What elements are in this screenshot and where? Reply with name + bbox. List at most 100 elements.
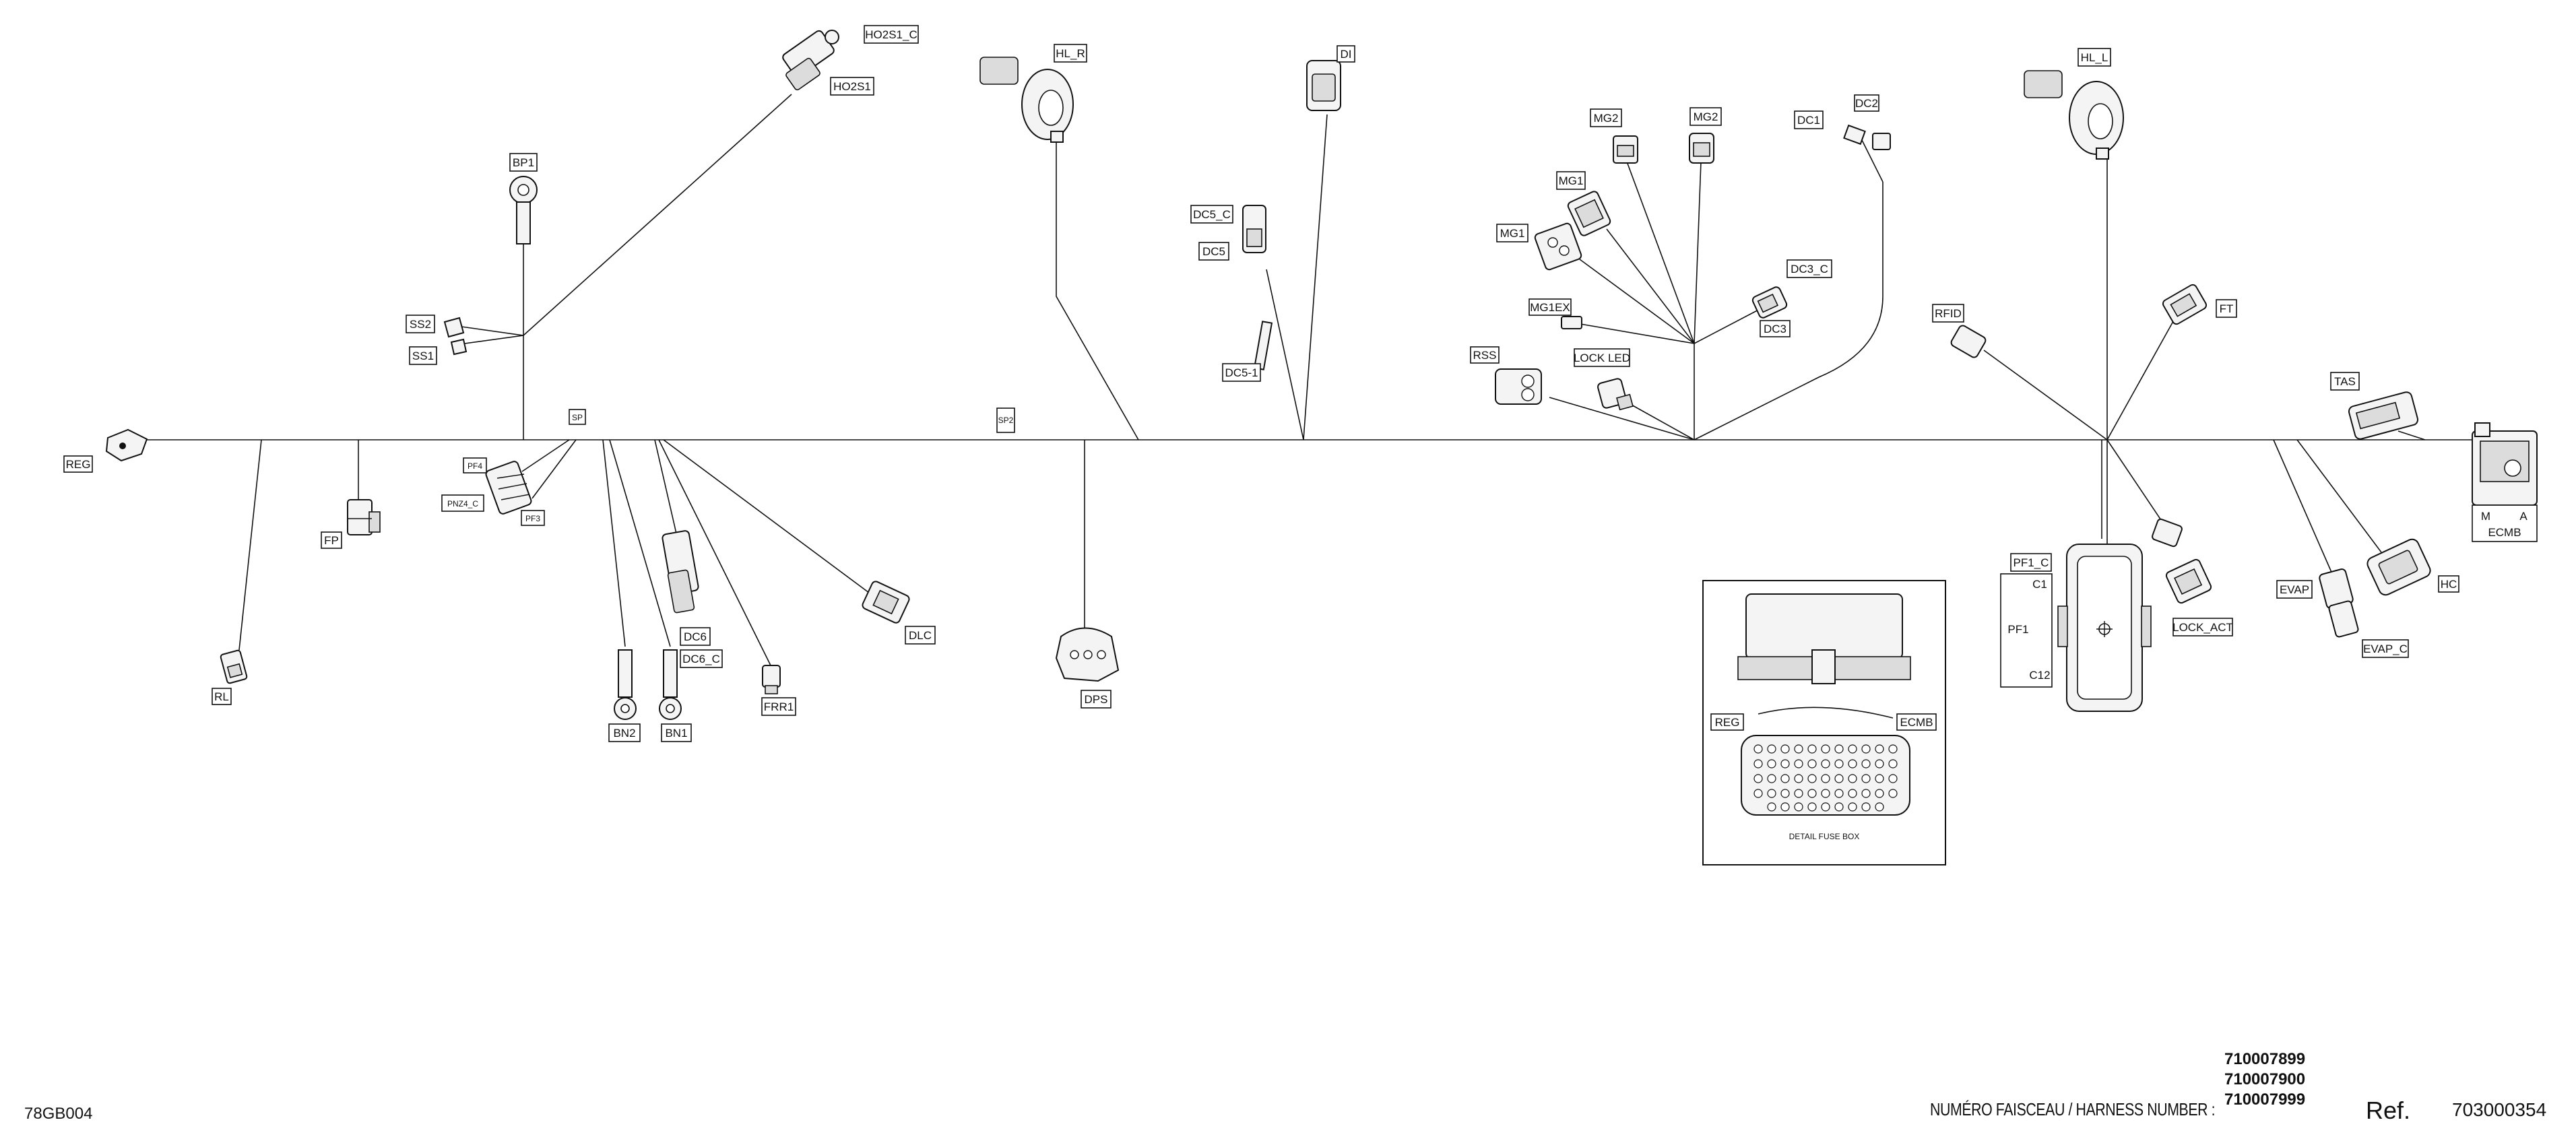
tag-lock-led: LOCK LED (1574, 348, 1630, 367)
tag-dc5-c-text: DC5_C (1193, 208, 1231, 221)
tag-sp: SP (572, 413, 583, 422)
tag-pnz4-c: PNZ4_C (441, 494, 484, 512)
tag-dc6: DC6 (680, 627, 711, 646)
branch-bn1 (609, 439, 671, 647)
branch-evap (2273, 439, 2338, 587)
connector-bp1 (509, 176, 538, 244)
branch-di (1303, 114, 1328, 440)
tag-dlc-text: DLC (909, 629, 932, 642)
tag-pf1-c: PF1_C (2010, 553, 2052, 572)
tag-di: DI (1337, 45, 1355, 63)
connector-ho2s1 (782, 30, 839, 91)
tag-ecmb-text: ECMB (2488, 526, 2521, 539)
branch-pf4 (521, 439, 570, 472)
tag-dc3-text: DC3 (1764, 323, 1786, 335)
tag-mg1-a-text: MG1 (1559, 174, 1584, 187)
tag-pf1-c-text: PF1_C (2014, 556, 2049, 569)
connector-rl (220, 649, 248, 684)
tag-dc6-text: DC6 (684, 630, 707, 643)
tag-sp2: SP2 (996, 407, 1015, 433)
branch-hl-r (1056, 141, 1139, 440)
tag-pf1: C1 PF1 C12 (2000, 573, 2053, 688)
tag-dps-text: DPS (1085, 693, 1108, 706)
connector-rfid (1950, 325, 1987, 358)
tag-hl-r: HL_R (1054, 44, 1087, 63)
tag-hl-l-text: HL_L (2081, 51, 2108, 64)
tag-reg-left-text: REG (66, 458, 91, 471)
tag-bn2: BN2 (608, 723, 641, 742)
connector-ss1 (450, 338, 468, 356)
connector-mg2-b (1689, 133, 1714, 164)
tag-frr1: FRR1 (761, 697, 796, 716)
detail-caption: DETAIL FUSE BOX (1789, 832, 1860, 841)
branch-dc1 (1859, 134, 1883, 183)
tag-bn2-text: BN2 (613, 727, 635, 740)
branch-pf3 (532, 439, 577, 499)
tag-dc5-1: DC5-1 (1222, 363, 1261, 382)
connector-dc6 (662, 530, 699, 614)
detail-top-housing (1745, 593, 1903, 659)
tag-ho2s1: HO2S1 (830, 77, 874, 96)
ref-label: Ref. (2366, 1097, 2411, 1124)
connector-dc5 (1242, 205, 1273, 370)
tag-ecmb-m-text: M (2481, 510, 2490, 523)
connector-evap (2319, 568, 2359, 638)
connector-dlc (862, 581, 910, 624)
connector-fp (347, 499, 381, 535)
tag-dc1: DC1 (1794, 110, 1824, 129)
connector-tas (2348, 391, 2419, 440)
connector-ecmb (2472, 422, 2538, 506)
harness-number: 710007899 (2224, 1050, 2306, 1068)
tag-dc5: DC5 (1198, 242, 1229, 261)
connector-pf-cluster (485, 461, 532, 515)
connector-pf1-fusebox (2057, 544, 2152, 712)
connector-hc (2366, 538, 2431, 596)
tag-hl-r-text: HL_R (1056, 47, 1085, 60)
tag-dc2-text: DC2 (1855, 97, 1878, 110)
tag-pf3: PF3 (521, 510, 545, 526)
tag-sp-text: SP (572, 413, 583, 422)
tag-rl: RL (212, 688, 232, 705)
tag-dc3-c-text: DC3_C (1791, 263, 1828, 275)
connector-bn1 (659, 649, 682, 720)
branch-ft (2106, 316, 2177, 440)
branch-dlc (663, 439, 870, 593)
branch-dc5 (1266, 269, 1304, 440)
connector-mg1-b (1534, 222, 1582, 271)
branch-mg1b (1579, 259, 1695, 344)
harness-number-label: NUMÉRO FAISCEAU / HARNESS NUMBER : (1930, 1099, 2216, 1119)
tag-lock-act-text: LOCK_ACT (2172, 621, 2233, 634)
connector-frr1 (762, 665, 781, 694)
tag-dc3-c: DC3_C (1786, 259, 1832, 278)
diagram-id: 78GB004 (24, 1105, 93, 1123)
detail-ecmb-tag: ECMB (1896, 713, 1937, 731)
connector-ft (2162, 284, 2208, 325)
tag-evap-c-text: EVAP_C (2363, 643, 2408, 655)
connectors (105, 30, 2538, 720)
branch-ss2 (461, 326, 524, 336)
tag-rss: RSS (1470, 346, 1500, 364)
tag-frr1-text: FRR1 (764, 700, 794, 713)
branch-ho2s1 (523, 94, 792, 336)
detail-fuse-box-inset: REG ECMB DETAIL FUSE BOX (1702, 580, 1946, 865)
tag-dc6-c: DC6_C (680, 649, 723, 668)
tag-evap-c: EVAP_C (2362, 639, 2409, 658)
connector-bn2 (614, 649, 637, 720)
tag-evap-text: EVAP (2280, 583, 2309, 596)
tag-mg1-b-text: MG1 (1500, 227, 1525, 240)
tag-ss1-text: SS1 (412, 350, 434, 362)
connector-hl-l (2024, 70, 2124, 160)
tag-rss-text: RSS (1473, 349, 1497, 362)
detail-pin-grid (1753, 744, 1898, 812)
connector-mg1-a (1567, 191, 1611, 236)
tag-fp-text: FP (324, 534, 339, 547)
tag-ecmb-a-text: A (2519, 510, 2527, 523)
tag-dc3: DC3 (1760, 320, 1791, 337)
branch-frr1 (658, 439, 772, 667)
tag-evap: EVAP (2276, 580, 2313, 599)
tag-ecmb: M A ECMB (2472, 504, 2538, 542)
tag-hc-text: HC (2441, 578, 2457, 591)
tag-dc6-c-text: DC6_C (682, 653, 720, 665)
harness-number: 710007999 (2224, 1090, 2306, 1109)
connector-lock-act (2152, 518, 2212, 604)
